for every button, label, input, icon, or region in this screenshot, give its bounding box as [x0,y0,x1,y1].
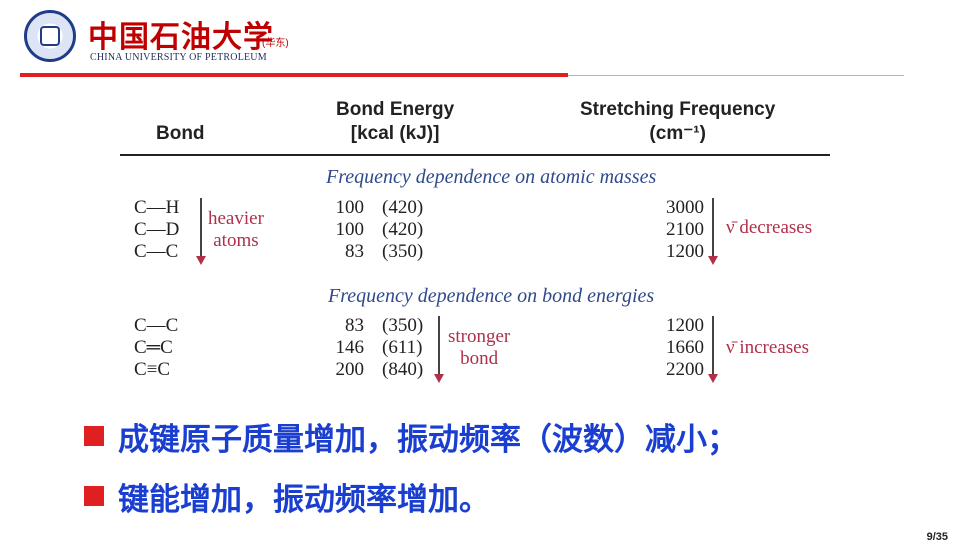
bullet-text: 成键原子质量增加，振动频率（波数）减小； [118,421,738,458]
note-heavier-atoms: heavier atoms [208,208,264,252]
conclusion-bullets: 成键原子质量增加，振动频率（波数）减小； 键能增加，振动频率增加。 [84,406,964,526]
table-row-bond: C≡C [134,359,171,380]
frequency-value: 1200 [666,315,704,336]
header-gray-rule [568,75,904,76]
energy-kj: (420) [382,219,424,240]
energy-kcal: 83 [345,241,364,262]
table-row-bond: C—C [134,315,179,336]
energy-kcal: 100 [335,219,365,240]
note-nu-increases: ν̄ increases [726,337,809,358]
list-item: 成键原子质量增加，振动频率（波数）减小； [84,406,964,466]
university-seal-icon [24,10,76,62]
note-nu-decreases: ν̄ decreases [726,217,813,238]
section-title-bond-energies: Frequency dependence on bond energies [328,285,655,307]
energy-kcal: 200 [335,359,365,380]
frequency-value: 1200 [666,241,704,262]
header-bond-energy: Bond Energy [kcal (kJ)] [336,98,454,146]
bond-frequency-table: Bond Bond Energy [kcal (kJ)] Stretching … [120,96,830,390]
note-line: atoms [213,230,259,251]
list-item: 键能增加，振动频率增加。 [84,466,964,526]
header-stretching-frequency: Stretching Frequency (cm⁻¹) [580,98,775,146]
note-stronger-bond: stronger bond [448,326,510,370]
down-arrow-icon [708,256,718,265]
table-row-bond: C—H [134,197,180,218]
arrow-shaft [712,198,714,258]
energy-kcal: 100 [335,197,365,218]
bullet-text: 键能增加，振动频率增加。 [118,481,490,518]
energy-kj: (611) [382,337,423,358]
note-line: heavier [208,208,264,229]
table-row-bond: C—D [134,219,180,240]
down-arrow-icon [196,256,206,265]
header-freq-line2: (cm⁻¹) [649,123,706,144]
frequency-value: 1660 [666,337,704,358]
arrow-shaft [712,316,714,376]
energy-kj: (350) [382,241,424,262]
bullet-square-icon [84,486,104,506]
note-line: bond [460,348,499,369]
down-arrow-icon [708,374,718,383]
header-rule [120,154,830,156]
university-branch: (华东) [262,38,289,49]
energy-kj: (840) [382,359,424,380]
bullet-square-icon [84,426,104,446]
table-row-bond: C═C [134,337,173,358]
university-name-cn: 中国石油大学 [88,20,274,55]
table-row-bond: C—C [134,241,179,262]
frequency-value: 2200 [666,359,704,380]
note-line: stronger [448,326,511,347]
energy-kcal: 83 [345,315,364,336]
frequency-value: 2100 [666,219,704,240]
university-name-en: CHINA UNIVERSITY OF PETROLEUM [90,52,267,63]
page-number: 9/35 [926,531,948,543]
header-energy-line1: Bond Energy [336,99,455,120]
energy-kj: (420) [382,197,424,218]
header-energy-line2: [kcal (kJ)] [350,123,440,144]
arrow-shaft [438,316,440,376]
down-arrow-icon [434,374,444,383]
arrow-shaft [200,198,202,258]
slide-header: 中国石油大学 (华东) CHINA UNIVERSITY OF PETROLEU… [0,0,980,80]
energy-kcal: 146 [335,337,365,358]
header-red-rule [20,73,568,77]
section-title-masses: Frequency dependence on atomic masses [326,166,657,188]
energy-kj: (350) [382,315,424,336]
frequency-value: 3000 [666,197,704,218]
header-freq-line1: Stretching Frequency [580,99,776,120]
header-bond: Bond [156,123,205,144]
